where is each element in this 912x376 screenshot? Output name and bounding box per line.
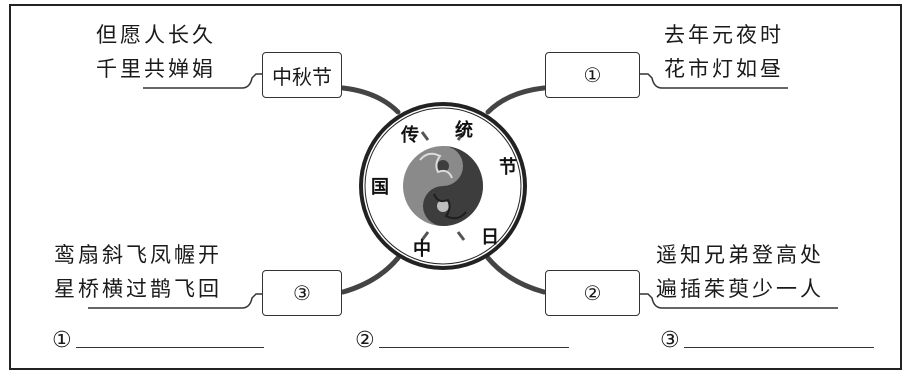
festival-box-2: ② xyxy=(545,270,640,316)
poem-top-left: 但愿人长久 千里共婵娟 xyxy=(96,18,216,86)
poem-line: 星桥横过鹊飞回 xyxy=(54,277,222,301)
center-char-chuan: 传 xyxy=(401,125,419,146)
poem-line: 但愿人长久 xyxy=(96,23,216,47)
diagram-frame xyxy=(9,4,902,370)
answer-blank-1[interactable]: ① xyxy=(52,328,264,353)
poem-top-right: 去年元夜时 花市灯如昼 xyxy=(664,18,784,86)
poem-line: 千里共婵娟 xyxy=(96,57,216,81)
center-char-jie: 节 xyxy=(499,157,517,178)
poem-line: 花市灯如昼 xyxy=(664,57,784,81)
festival-box-mid-autumn: 中秋节 xyxy=(262,52,342,98)
poem-bottom-left: 鸾扇斜飞凤幄开 星桥横过鹊飞回 xyxy=(54,238,222,306)
connector-top-left xyxy=(143,73,262,89)
answer-line[interactable] xyxy=(683,347,874,348)
center-char-guo: 国 xyxy=(371,177,389,198)
poem-line: 去年元夜时 xyxy=(664,23,784,47)
poem-line: 鸾扇斜飞凤幄开 xyxy=(54,243,222,267)
answer-marker: ③ xyxy=(660,328,680,353)
branch-bottom-left xyxy=(340,255,401,295)
festival-box-3: ③ xyxy=(262,270,342,316)
answer-line[interactable] xyxy=(75,347,264,348)
branch-top-left xyxy=(340,85,401,115)
answer-blank-3[interactable]: ③ xyxy=(660,328,874,353)
answer-marker: ① xyxy=(52,328,72,353)
answer-line[interactable] xyxy=(378,347,569,348)
connector-top-right xyxy=(640,73,788,89)
festival-box-1: ① xyxy=(545,52,640,98)
answer-blank-2[interactable]: ② xyxy=(355,328,569,353)
yin-yang-dragon-emblem xyxy=(403,131,483,241)
branch-bottom-right xyxy=(485,255,547,295)
connector-bottom-right xyxy=(640,293,838,309)
poem-line: 遥知兄弟登高处 xyxy=(656,243,824,267)
center-inner-ring xyxy=(364,107,522,265)
poem-bottom-right: 遥知兄弟登高处 遍插茱萸少一人 xyxy=(656,238,824,306)
branch-top-right xyxy=(485,85,547,115)
center-char-zhong: 中 xyxy=(413,239,431,260)
poem-line: 遍插茱萸少一人 xyxy=(656,277,824,301)
center-char-ri: 日 xyxy=(481,227,499,248)
connector-bottom-left xyxy=(88,293,262,309)
center-char-tong: 统 xyxy=(455,120,473,141)
answer-marker: ② xyxy=(355,328,375,353)
